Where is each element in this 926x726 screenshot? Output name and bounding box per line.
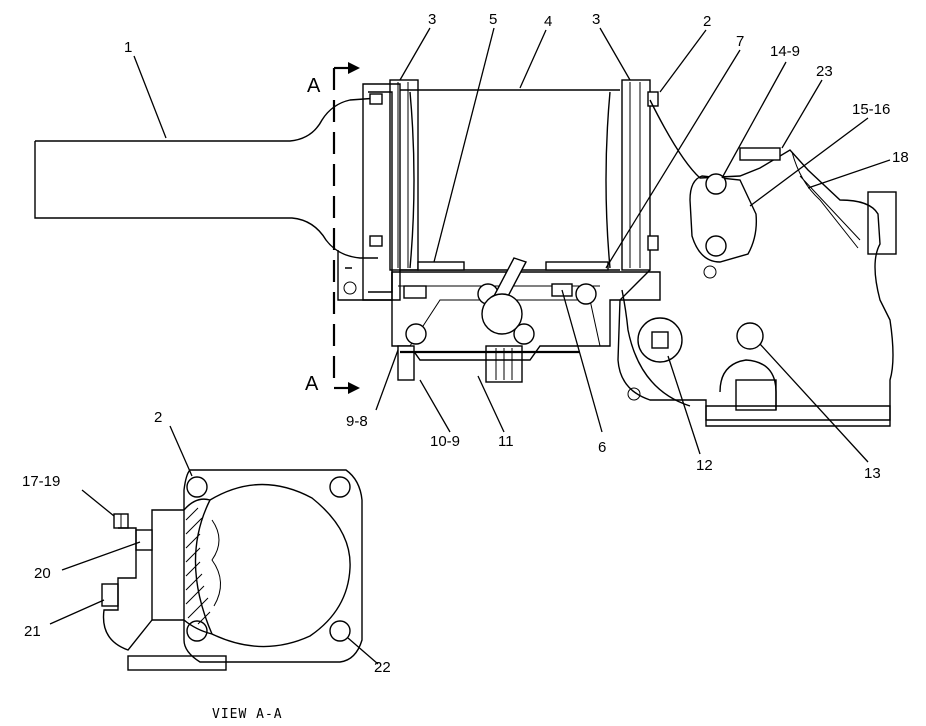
view-bolt-br (329, 620, 351, 642)
section-letter-bottom: A (305, 373, 319, 395)
callout-21: 21 (24, 623, 41, 640)
callout-4: 4 (544, 13, 552, 30)
valve-disc (481, 293, 523, 335)
callout-labels: 1 3 5 4 3 2 7 14-9 23 15-16 18 9-8 10-9 … (22, 11, 909, 676)
turbo-housing (617, 99, 894, 421)
actuator-body (485, 345, 523, 383)
seal-right (545, 261, 609, 271)
callout-9-8: 9-8 (346, 413, 368, 430)
flange-bolt-upper (369, 93, 383, 105)
callout-5: 5 (489, 11, 497, 28)
view-bore (209, 483, 351, 648)
section-line: A A (305, 62, 360, 395)
square-drive (651, 331, 669, 349)
view-fitting-20 (135, 529, 153, 551)
port-18 (867, 191, 897, 255)
callout-14-9: 14-9 (770, 43, 800, 60)
view-caption: VIEW A-A (212, 707, 283, 722)
callout-23: 23 (816, 63, 833, 80)
callout-11: 11 (498, 433, 514, 450)
bolt-block-4 (513, 323, 535, 345)
callout-3-right: 3 (592, 11, 600, 28)
nut-13 (736, 322, 764, 350)
callout-13: 13 (864, 465, 881, 482)
callout-22: 22 (374, 659, 391, 676)
section-letter-top: A (307, 75, 321, 97)
view-housing-outline (151, 469, 363, 663)
bolt-14-9-lower (705, 235, 727, 257)
callout-20: 20 (34, 565, 51, 582)
section-arrowhead-top (348, 62, 360, 74)
base-block (735, 379, 777, 411)
gasket-left (403, 285, 427, 299)
callout-18: 18 (892, 149, 909, 166)
view-inner-wave (211, 519, 221, 607)
callout-1: 1 (124, 39, 132, 56)
leader-lines (49, 27, 891, 665)
callout-17-19: 17-19 (22, 473, 60, 490)
seal-left (417, 261, 465, 271)
boss-hole (627, 387, 641, 401)
bolt-14-9-upper (705, 173, 727, 195)
callout-15-16: 15-16 (852, 101, 890, 118)
cap-23 (739, 147, 781, 161)
view-side-bracket (102, 527, 153, 651)
callout-3-left: 3 (428, 11, 436, 28)
bracket-left-hole (343, 281, 357, 295)
section-arrowhead-bottom (348, 382, 360, 394)
view-cut-section (183, 498, 214, 636)
view-bolt-bl (186, 620, 208, 642)
bracket-12-ring (637, 317, 683, 363)
view-foot (127, 655, 227, 671)
view-bolt-21 (101, 583, 119, 607)
intake-pipe (34, 97, 379, 259)
clamp-ring-right (621, 79, 651, 271)
hatching (185, 507, 211, 625)
bolt-10-9 (397, 345, 415, 381)
callout-10-9: 10-9 (430, 433, 460, 450)
housing-hole (703, 265, 717, 279)
view-bolt-tl (186, 476, 208, 498)
callout-7: 7 (736, 33, 744, 50)
view-a-a: VIEW A-A (101, 469, 363, 722)
callout-2-view: 2 (154, 409, 162, 426)
callout-6: 6 (598, 439, 606, 456)
callout-12: 12 (696, 457, 713, 474)
ring-bolt-top (647, 91, 659, 107)
view-bolt-tr (329, 476, 351, 498)
main-assembly (34, 79, 897, 427)
flange-bolt-lower (369, 235, 383, 247)
callout-2-top: 2 (703, 13, 711, 30)
bracket-12 (621, 289, 691, 407)
housing-body (400, 89, 620, 271)
base-flange (705, 359, 891, 427)
pipe-flange (362, 83, 401, 301)
mounting-plate (689, 175, 758, 263)
bolt-block-2 (575, 283, 597, 305)
clamp-ring-left (389, 79, 419, 271)
ring-bolt-bottom (647, 235, 659, 251)
bolt-block-3 (405, 323, 427, 345)
